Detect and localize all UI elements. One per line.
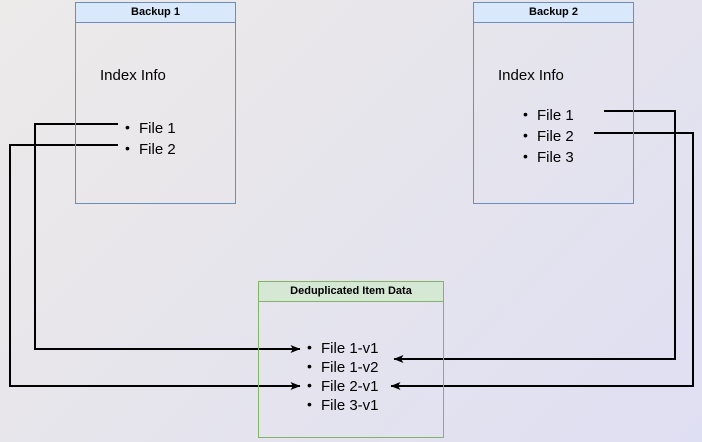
list-item: File 2: [125, 138, 176, 160]
backup2-file-list: File 1 File 2 File 3: [523, 104, 574, 168]
backup1-body: Index Info File 1 File 2: [76, 23, 235, 203]
list-item: File 2-v1: [307, 376, 379, 396]
deduplicated-item-data-box: Deduplicated Item Data File 1-v1 File 1-…: [258, 281, 444, 438]
backup1-index-info-label: Index Info: [100, 67, 166, 84]
backup2-index-info-label: Index Info: [498, 67, 564, 84]
list-item: File 1: [125, 117, 176, 139]
backup1-file-list: File 1 File 2: [125, 117, 176, 160]
list-item: File 1-v2: [307, 357, 379, 377]
list-item: File 1-v1: [307, 338, 379, 358]
list-item: File 3: [523, 146, 574, 168]
backup2-body: Index Info File 1 File 2 File 3: [474, 23, 633, 203]
deduplicated-item-data-header: Deduplicated Item Data: [259, 282, 443, 302]
deduplicated-file-list: File 1-v1 File 1-v2 File 2-v1 File 3-v1: [307, 338, 379, 415]
list-item: File 1: [523, 104, 574, 126]
backup1-box: Backup 1 Index Info File 1 File 2: [75, 2, 236, 204]
backup2-header: Backup 2: [474, 3, 633, 23]
list-item: File 3-v1: [307, 395, 379, 415]
backup1-header: Backup 1: [76, 3, 235, 23]
backup2-box: Backup 2 Index Info File 1 File 2 File 3: [473, 2, 634, 204]
deduplicated-item-data-body: File 1-v1 File 1-v2 File 2-v1 File 3-v1: [259, 302, 443, 437]
list-item: File 2: [523, 125, 574, 147]
